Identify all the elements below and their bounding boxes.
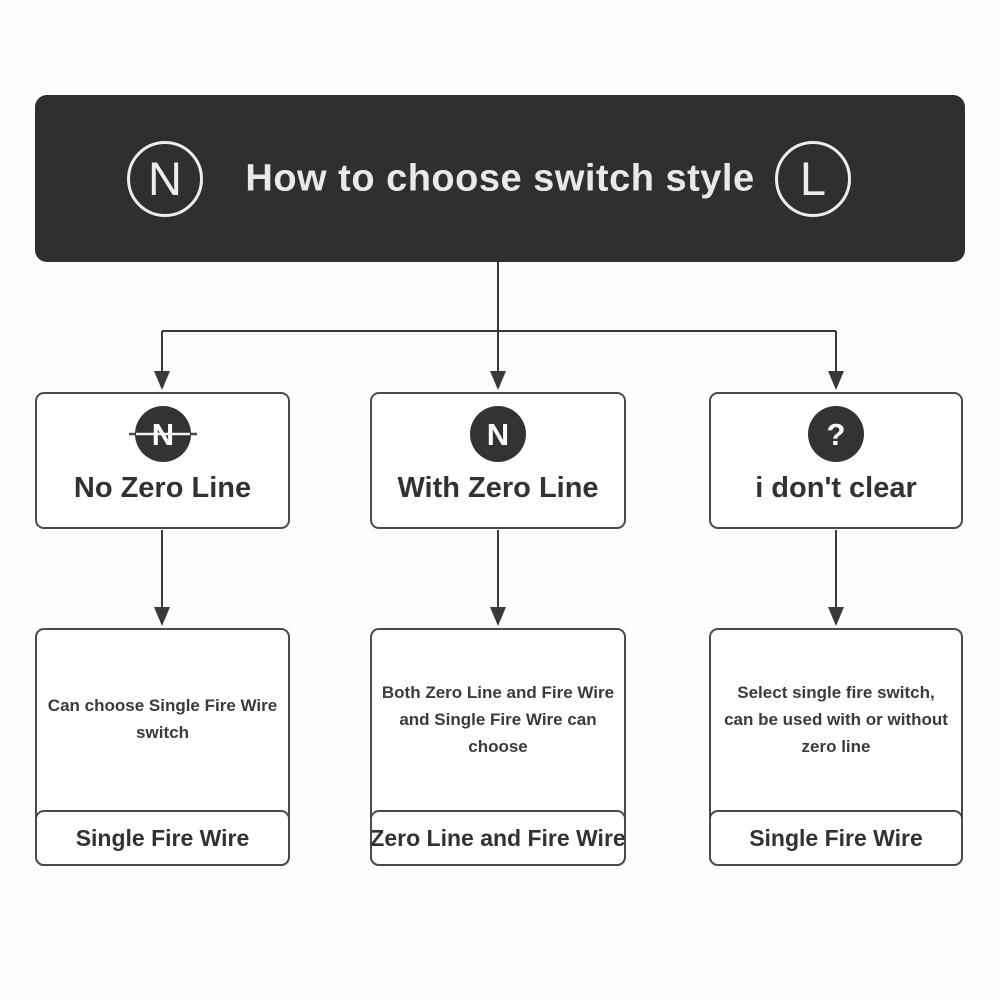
no-neutral-wire-icon: N <box>125 406 201 462</box>
description-line: Both Zero Line and Fire Wire <box>381 682 615 702</box>
neutral-wire-badge-letter: N <box>148 152 182 205</box>
arrowhead-left-bottom <box>154 607 170 626</box>
detail-description: Select single fire switch, can be used w… <box>719 630 953 808</box>
detail-description: Can choose Single Fire Wire switch <box>45 630 280 808</box>
svg-text:?: ? <box>827 417 846 452</box>
result-label: Zero Line and Fire Wire <box>370 810 626 866</box>
description-line: switch <box>136 723 189 742</box>
option-label: With Zero Line <box>397 472 599 504</box>
arrowhead-center-bottom <box>490 607 506 626</box>
live-wire-badge: L <box>775 140 851 217</box>
option-box-with-zero-line: N With Zero Line <box>370 392 626 529</box>
page-title: How to choose switch style <box>245 157 755 199</box>
detail-box-no-zero-line: Can choose Single Fire Wire switch Singl… <box>35 628 290 866</box>
option-label: No Zero Line <box>73 472 252 504</box>
description-line: zero line <box>801 736 871 756</box>
arrowhead-right-top <box>828 371 844 390</box>
option-box-no-zero-line: N No Zero Line <box>35 392 290 529</box>
result-label: Single Fire Wire <box>709 810 963 866</box>
description-line: Can choose Single Fire Wire <box>47 696 278 715</box>
neutral-wire-badge: N <box>127 140 203 217</box>
option-box-not-clear: ? i don't clear <box>709 392 963 529</box>
question-mark-icon: ? <box>808 406 864 462</box>
result-label: Single Fire Wire <box>35 810 290 866</box>
header-banner: N How to choose switch style L <box>35 95 965 262</box>
description-line: can be used with or without <box>724 709 948 729</box>
detail-box-with-zero-line: Both Zero Line and Fire Wire and Single … <box>370 628 626 866</box>
description-line: and Single Fire Wire can <box>399 709 597 729</box>
live-wire-badge-letter: L <box>799 152 827 205</box>
description-line: Select single fire switch, <box>737 682 935 702</box>
detail-box-not-clear: Select single fire switch, can be used w… <box>709 628 963 866</box>
option-label: i don't clear <box>755 472 917 504</box>
svg-text:N: N <box>487 417 509 452</box>
arrowhead-left-top <box>154 371 170 390</box>
description-line: choose <box>468 736 528 756</box>
detail-description: Both Zero Line and Fire Wire and Single … <box>380 630 616 808</box>
arrowhead-right-bottom <box>828 607 844 626</box>
neutral-wire-icon: N <box>470 406 526 462</box>
arrowhead-center-top <box>490 371 506 390</box>
